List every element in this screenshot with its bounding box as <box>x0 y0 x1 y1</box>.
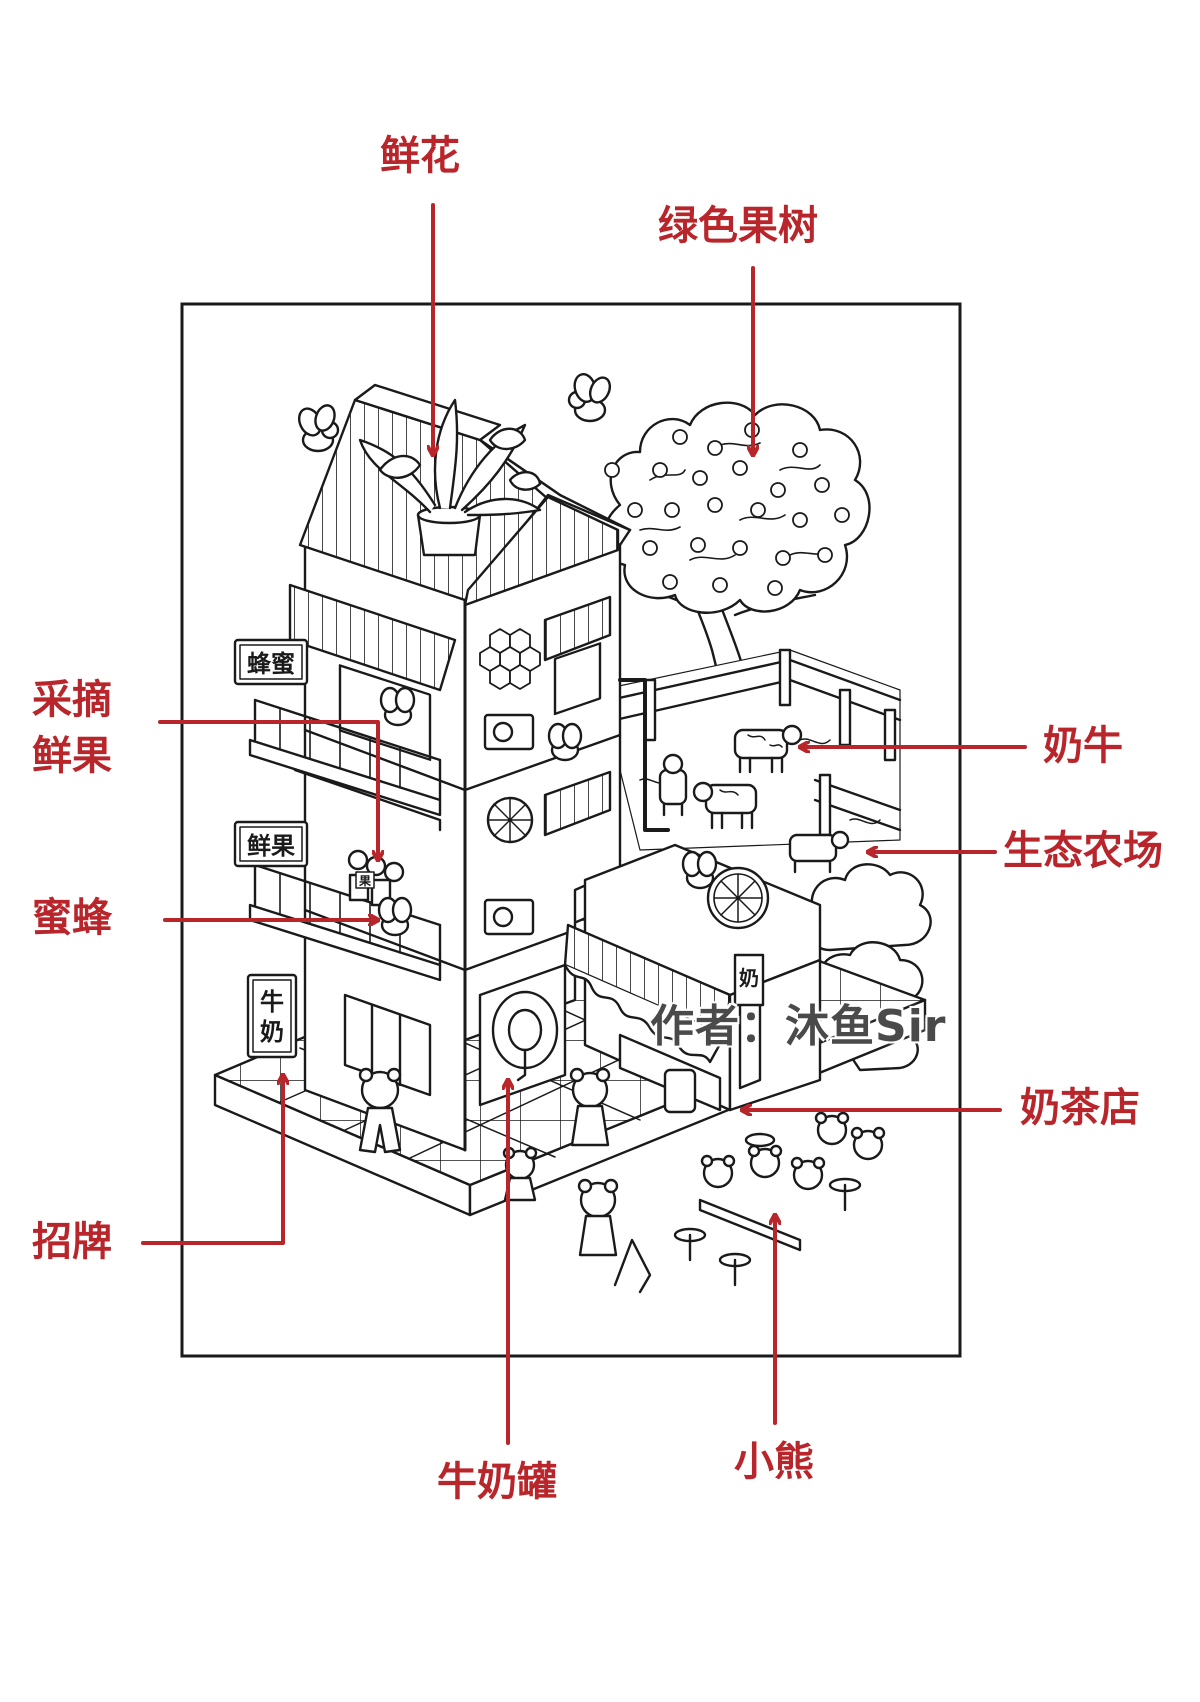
bee-1 <box>297 404 340 453</box>
a-frame-sign <box>613 1238 652 1294</box>
bee-6 <box>681 850 718 890</box>
author-watermark: 作者：沐鱼Sir <box>650 1001 947 1052</box>
fruit-sign-text: 鲜果 <box>247 832 295 860</box>
shop-sign <box>733 953 765 1007</box>
bee-4 <box>547 722 583 762</box>
arrow-pick-fruit <box>158 720 378 862</box>
milk-sign-text-top: 牛 <box>260 988 284 1016</box>
tree-fruits <box>604 422 850 596</box>
label-eco-farm: 生态农场 <box>1003 828 1163 874</box>
bee-3 <box>379 686 416 727</box>
line-art <box>213 373 932 1294</box>
milk-tank <box>478 963 567 1107</box>
arrow-signboard <box>141 1073 283 1245</box>
jar-tag <box>355 871 375 889</box>
label-bees: 蜜蜂 <box>32 895 112 941</box>
honey-sign <box>233 638 309 686</box>
label-milk-tank: 牛奶罐 <box>437 1459 557 1505</box>
bear-3 <box>577 1178 619 1257</box>
flower-pot <box>358 398 542 557</box>
shop-sign-text: 奶 <box>739 966 759 990</box>
bear-group <box>673 1111 886 1287</box>
honeycomb <box>479 628 541 690</box>
main-building <box>248 383 670 1152</box>
milk-can <box>663 1068 697 1114</box>
milk-sign-text-bottom: 奶 <box>260 1018 284 1046</box>
cow-4 <box>788 830 850 874</box>
honey-sign-text: 蜂蜜 <box>247 650 295 678</box>
bear-2 <box>569 1067 611 1147</box>
bear-1 <box>358 1067 402 1154</box>
cow-1 <box>733 724 803 774</box>
label-cows: 奶牛 <box>1043 723 1123 769</box>
label-little-bears: 小熊 <box>734 1439 814 1485</box>
label-pick-fruit-line2: 鲜果 <box>32 733 112 779</box>
fruit-tree <box>602 401 871 702</box>
cow-2 <box>692 781 758 830</box>
fruit-sign <box>233 820 309 868</box>
jar-tag-text: 果 <box>358 874 371 888</box>
label-flowers: 鲜花 <box>380 133 460 179</box>
label-fruit-tree: 绿色果树 <box>658 203 818 249</box>
milk-tea-shop <box>563 843 822 1114</box>
cow-3 <box>658 753 688 817</box>
bee-2 <box>567 373 612 423</box>
label-signboard: 招牌 <box>32 1219 112 1265</box>
picture-frame <box>180 302 962 1358</box>
bee-5 <box>377 896 413 937</box>
annotation-arrows <box>141 203 1027 1445</box>
milk-sign <box>246 973 298 1059</box>
label-pick-fruit-line1: 采摘 <box>32 677 112 723</box>
label-milk-tea-shop: 奶茶店 <box>1020 1085 1140 1131</box>
